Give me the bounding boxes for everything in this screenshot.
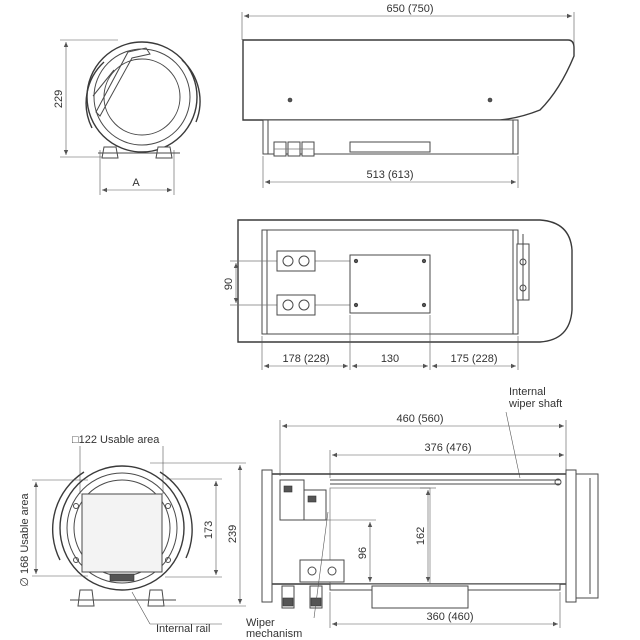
- section-wiper-callout-line1: Wiper: [246, 617, 275, 629]
- bottom-segment-right-label: 175 (228): [450, 353, 497, 365]
- bottom-wiper-pivot: [519, 258, 527, 266]
- bottom-view: 90 178 (228) 130 175 (228): [223, 219, 573, 370]
- front-wiper-arm: [95, 47, 151, 117]
- section-housing-inner: [66, 472, 178, 584]
- section-circle-label: ∅ 168 Usable area: [19, 492, 31, 586]
- section-front-view: □122 Usable area ∅ 168 Usable area 173 2…: [19, 434, 246, 635]
- bottom-gland: [298, 299, 310, 311]
- section-rail-length-label: 360 (460): [426, 611, 473, 623]
- bottom-housing: [261, 229, 519, 335]
- section-connector: [283, 485, 293, 493]
- section-inner-length-label: 460 (560): [396, 413, 443, 425]
- front-sunshield-arc-left: [85, 61, 105, 129]
- section-shaft-callout-line2: wiper shaft: [508, 398, 562, 410]
- section-housing-outer: [59, 465, 185, 591]
- section-base-foot-right: [147, 589, 165, 607]
- section-rail-leader: [131, 591, 151, 625]
- section-usable-height-label: 162: [415, 527, 427, 545]
- bottom-wiper-unit: [516, 234, 530, 301]
- bottom-gland: [282, 299, 294, 311]
- front-view: 229 A: [53, 39, 201, 195]
- section-motor: [299, 559, 345, 583]
- section-square-label: □122 Usable area: [72, 434, 160, 446]
- section-rear-cap: [575, 473, 599, 599]
- front-housing-ring: [93, 48, 191, 146]
- section-camera-block: [109, 573, 135, 582]
- bottom-segment-left-label: 178 (228): [282, 353, 329, 365]
- side-base-length-label: 513 (613): [366, 169, 413, 181]
- bottom-mount-plate: [349, 254, 431, 314]
- side-overall-length-label: 650 (750): [386, 3, 433, 15]
- section-shaft-end: [554, 478, 562, 486]
- section-front-flange: [261, 469, 273, 603]
- section-rail-label: Internal rail: [156, 623, 210, 635]
- section-electronics: [279, 479, 345, 583]
- bottom-wiper-pivot: [519, 284, 527, 292]
- section-base-foot-left: [77, 589, 95, 607]
- front-width-label: A: [132, 177, 140, 189]
- section-wiper-height-label: 96: [357, 547, 369, 559]
- side-view: 650 (750) 513 (613): [241, 3, 575, 188]
- side-sunshield: [242, 39, 575, 121]
- section-sunshield-arc-left: [51, 471, 85, 561]
- section-bolt: [73, 503, 79, 509]
- section-outer-height-label: 239: [227, 525, 239, 543]
- bottom-plate-hole: [421, 302, 427, 308]
- front-height-label: 229: [53, 90, 65, 108]
- section-wiper-leader: [313, 511, 329, 619]
- bottom-cable-glands: [276, 250, 316, 316]
- section-wiper-callout-line2: mechanism: [246, 628, 302, 640]
- front-sunshield-arc-right: [181, 59, 201, 123]
- side-cable-glands: [273, 141, 315, 157]
- section-gland-nut: [282, 597, 294, 607]
- section-rail-slide: [371, 585, 469, 609]
- section-shaft-callout-line1: Internal: [509, 386, 546, 398]
- bottom-segment-middle-label: 130: [381, 353, 399, 365]
- section-board: [303, 489, 327, 521]
- bottom-gland: [282, 255, 294, 267]
- front-window: [103, 58, 181, 136]
- side-screw-right: [487, 97, 493, 103]
- section-rear-flange: [565, 469, 577, 603]
- bottom-gland: [298, 255, 310, 267]
- section-motor-pivot: [307, 566, 317, 576]
- front-wiper-rod: [92, 69, 115, 97]
- section-bolt: [73, 557, 79, 563]
- side-screw-left: [287, 97, 293, 103]
- section-sunshield-arc-right: [159, 471, 193, 559]
- section-bolt: [165, 503, 171, 509]
- bottom-plate-hole: [353, 302, 359, 308]
- section-usable-square: [81, 493, 163, 573]
- section-inner-height-label: 173: [203, 521, 215, 539]
- section-motor-pivot: [327, 566, 337, 576]
- section-bolt: [165, 557, 171, 563]
- bottom-plate-hole: [353, 258, 359, 264]
- bottom-plate-hole: [421, 258, 427, 264]
- bottom-rail-spacing-label: 90: [223, 278, 235, 290]
- side-label-plate: [349, 141, 431, 153]
- section-connector: [307, 495, 317, 503]
- section-shaft-length-label: 376 (476): [424, 442, 471, 454]
- section-shaft-leader: [505, 411, 521, 479]
- bottom-sunshield-outline: [237, 219, 573, 343]
- section-side-view: Internal wiper shaft 460 (560) 376 (476): [246, 386, 599, 640]
